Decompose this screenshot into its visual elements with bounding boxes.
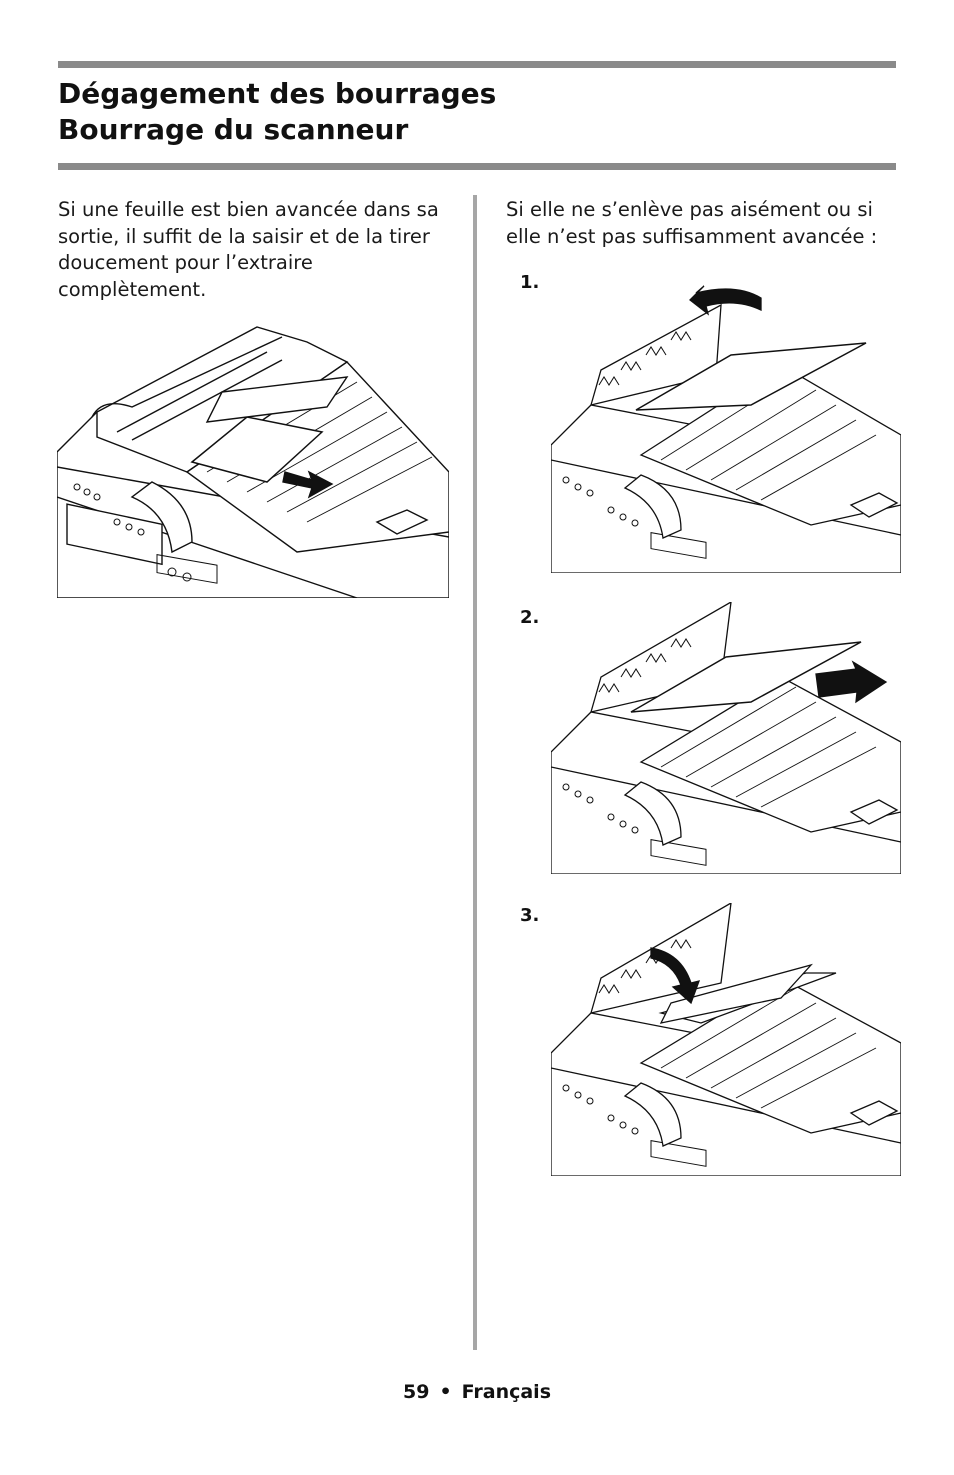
step-2-illustration: [551, 602, 901, 874]
step-3-illustration: [551, 903, 901, 1176]
page-title: Dégagement des bourrages Bourrage du sca…: [58, 76, 496, 148]
scanner-pull-sheet-illustration: [57, 322, 449, 598]
step-1-label: 1.: [520, 272, 540, 293]
header-rule-bottom: [58, 163, 896, 170]
step-3-label: 3.: [520, 905, 540, 926]
page-footer: 59 • Français: [0, 1381, 954, 1403]
header-rule-top: [58, 61, 896, 68]
page-number: 59: [403, 1381, 430, 1403]
column-divider: [473, 195, 477, 1350]
footer-language: Français: [461, 1381, 551, 1403]
step-2-label: 2.: [520, 607, 540, 628]
title-line-1: Dégagement des bourrages: [58, 77, 497, 110]
step-1-illustration: [551, 275, 901, 573]
right-paragraph: Si elle ne s’enlève pas aisément ou si e…: [506, 198, 878, 248]
footer-bullet: •: [439, 1381, 452, 1403]
left-paragraph: Si une feuille est bien avancée dans sa …: [58, 198, 439, 301]
title-line-2: Bourrage du scanneur: [58, 113, 409, 146]
